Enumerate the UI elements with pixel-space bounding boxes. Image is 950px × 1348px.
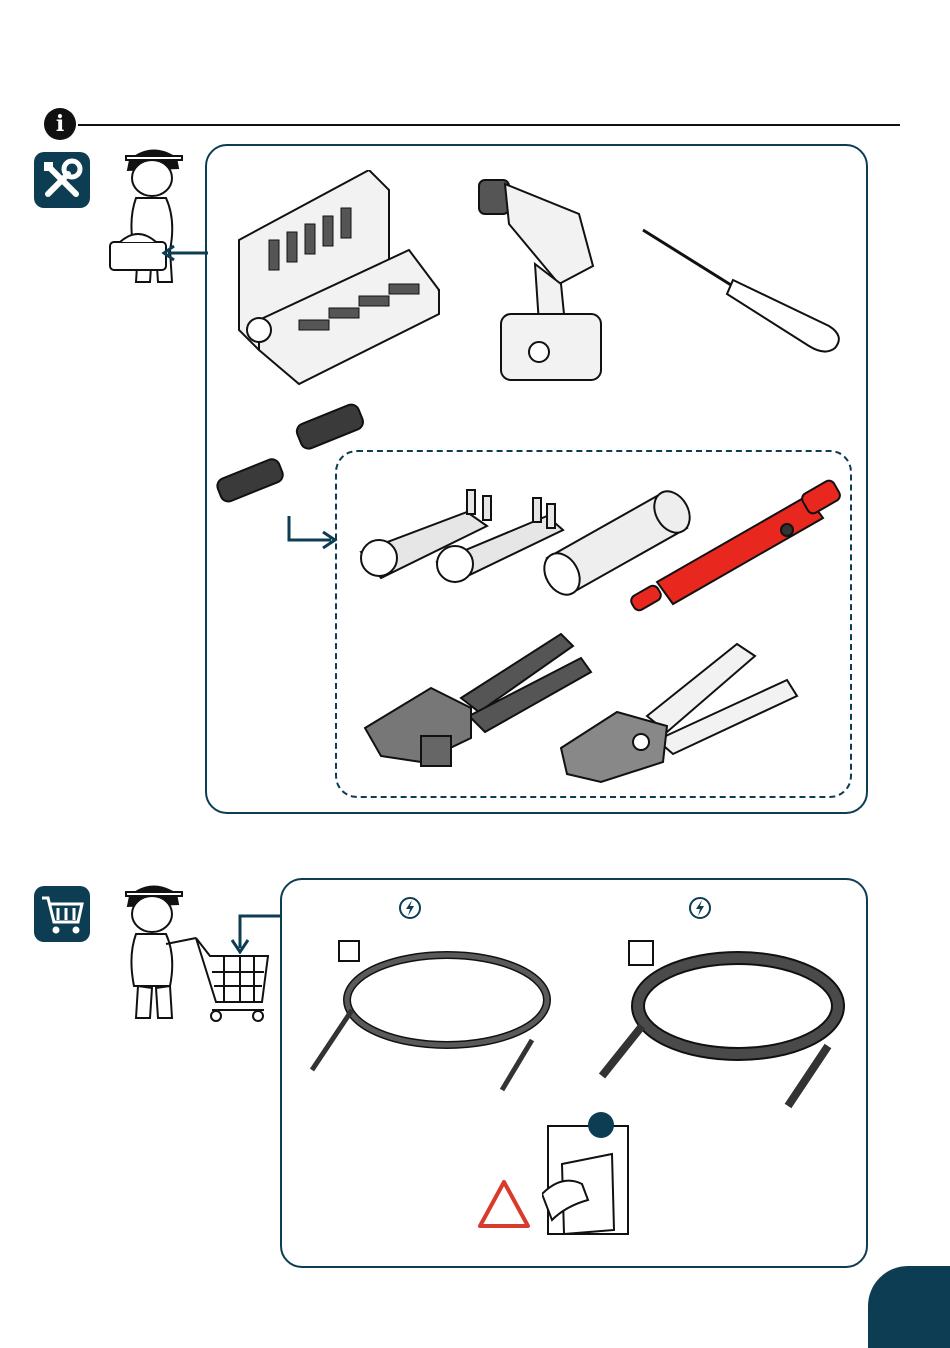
test-pen-illustration — [627, 478, 847, 618]
wrench-screwdriver-icon — [34, 152, 90, 208]
single-core-cable-illustration — [302, 950, 552, 1100]
arrow-to-cart — [228, 908, 282, 954]
cordless-drill-illustration — [469, 174, 609, 386]
header-rule — [78, 124, 900, 126]
page-corner-tab — [868, 1266, 950, 1348]
cables-panel — [280, 878, 868, 1268]
document-illustration — [542, 1124, 632, 1236]
worker-with-toolbox — [100, 140, 210, 290]
lightning-bolt-icon — [688, 896, 712, 920]
screwdriver-illustration — [639, 226, 849, 356]
wire-stripper-illustration — [557, 636, 807, 786]
document-step-dot — [588, 1112, 614, 1138]
special-tools-group — [335, 450, 852, 798]
connector-spanners-illustration — [357, 482, 567, 592]
bit-set-illustration — [229, 170, 449, 390]
info-icon: i — [44, 108, 76, 140]
multi-core-cable-illustration — [588, 946, 848, 1116]
shopping-cart-icon — [34, 886, 90, 942]
tools-panel — [205, 144, 868, 814]
arrow-to-worker — [160, 244, 208, 262]
arrow-to-special-tools — [285, 514, 339, 550]
lightning-bolt-icon — [398, 896, 422, 920]
warning-triangle-icon — [476, 1178, 532, 1230]
